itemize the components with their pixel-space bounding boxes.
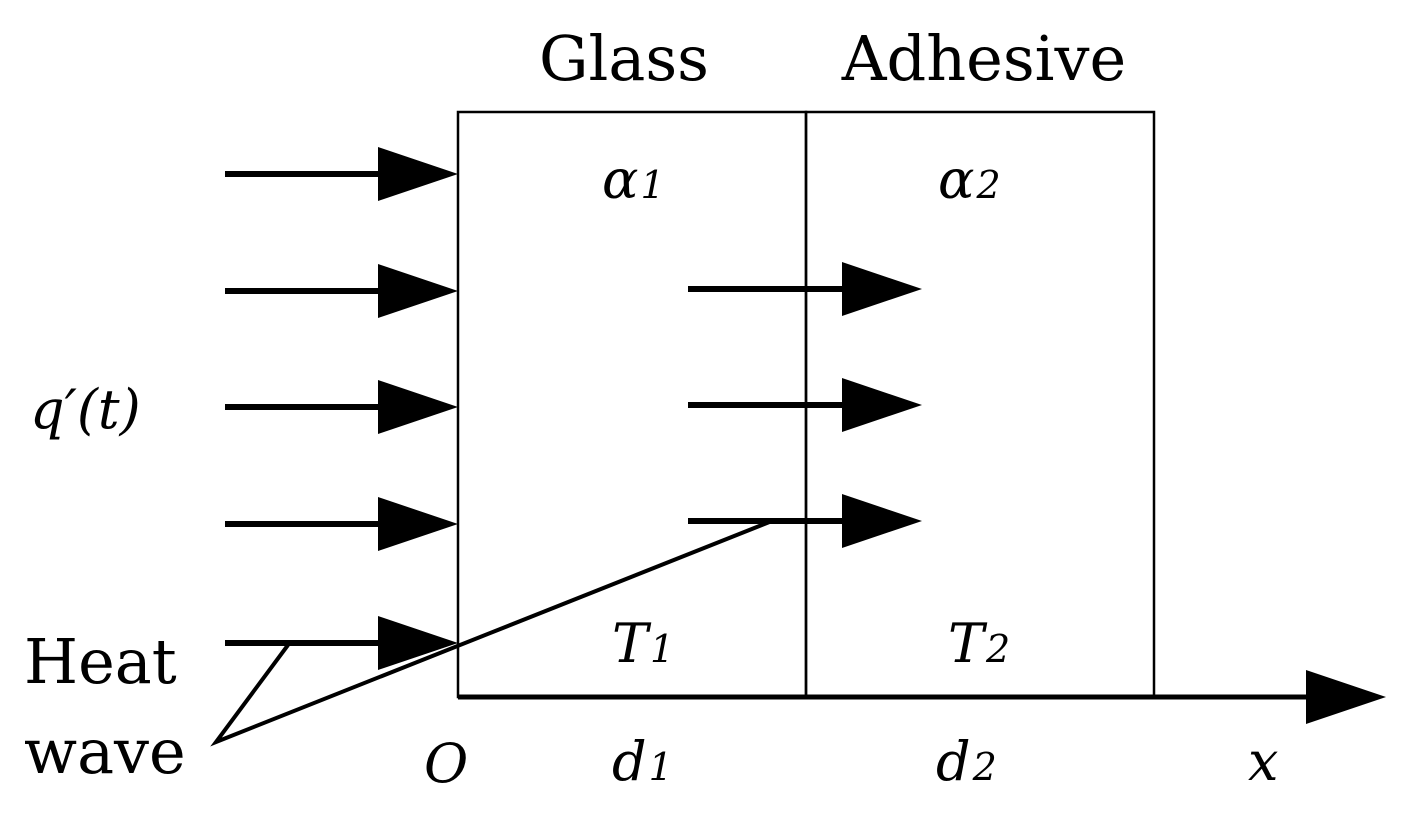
origin-label: O — [424, 732, 468, 795]
transmitted-flux-arrows — [688, 262, 922, 548]
transmitted-flux-arrow — [688, 494, 922, 548]
adhesive-thickness-label: d2 — [936, 730, 997, 793]
transmitted-flux-arrow — [688, 262, 922, 316]
adhesive-title: Adhesive — [841, 22, 1126, 95]
incident-flux-arrow — [225, 147, 458, 201]
incident-flux-arrow — [225, 497, 458, 551]
heat-wave-label-line1: Heat — [24, 625, 177, 698]
incident-flux-arrow — [225, 380, 458, 434]
heat-flux-label: q′(t) — [30, 378, 141, 441]
glass-title: Glass — [539, 22, 709, 95]
adhesive-diffusivity-label: α2 — [938, 148, 1001, 211]
heat-wave-label-line2: wave — [24, 715, 186, 788]
incident-flux-arrow — [225, 616, 458, 670]
incident-flux-arrow — [225, 264, 458, 318]
glass-temperature-label: T1 — [612, 612, 674, 675]
transmitted-flux-arrow — [688, 378, 922, 432]
x-axis-label: x — [1248, 730, 1278, 793]
x-axis-arrowhead — [1306, 670, 1386, 724]
incident-flux-arrows — [225, 147, 458, 670]
adhesive-temperature-label: T2 — [948, 612, 1010, 675]
glass-diffusivity-label: α1 — [602, 148, 665, 211]
glass-thickness-label: d1 — [612, 730, 673, 793]
heat-wave-pointer — [210, 519, 773, 747]
